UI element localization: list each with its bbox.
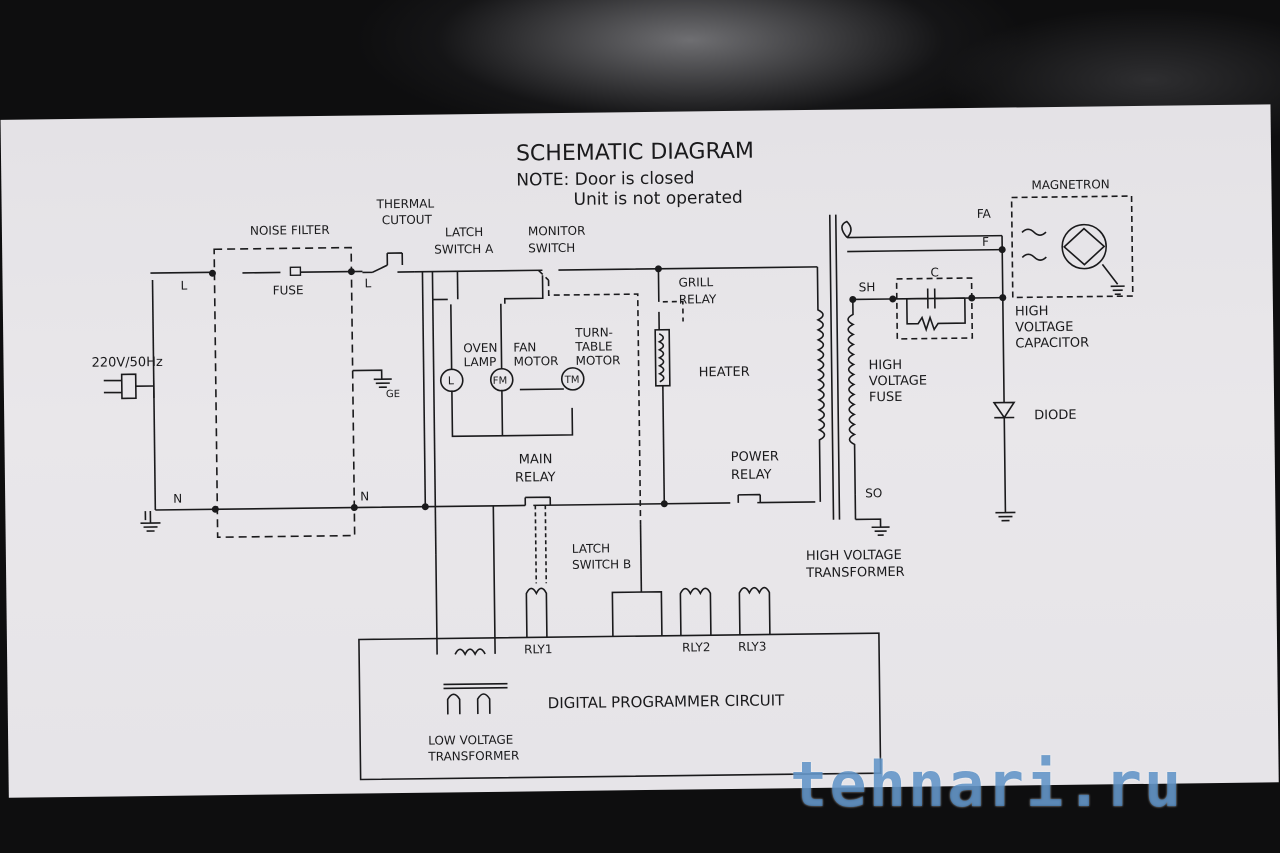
lv-transformer-label-2: TRANSFORMER — [427, 749, 519, 764]
schematic-diagram: SCHEMATIC DIAGRAM NOTE: Door is closed U… — [91, 139, 1134, 781]
wiring — [103, 195, 1134, 781]
note-line-2: Unit is not operated — [573, 188, 742, 210]
fan-label-1: FAN — [513, 340, 536, 354]
so-label: SO — [865, 486, 882, 500]
lv-transformer-label-1: LOW VOLTAGE — [428, 733, 513, 748]
line-l-label: L — [181, 279, 188, 293]
supply-label: 220V/50Hz — [91, 355, 163, 371]
line-l-label-2: L — [364, 276, 371, 290]
hv-capacitor-label-3: CAPACITOR — [1015, 336, 1089, 352]
hv-capacitor-label-1: HIGH — [1015, 304, 1049, 319]
capacitor-c-label: C — [930, 265, 939, 279]
grill-label-1: GRILL — [679, 275, 714, 289]
neutral-n-label: N — [173, 492, 182, 506]
thermal-label-2: CUTOUT — [382, 213, 433, 228]
oven-label-1: OVEN — [463, 341, 497, 355]
junction-dots — [208, 246, 1007, 513]
monitor-label-2: SWITCH — [528, 241, 575, 256]
main-relay-label-2: RELAY — [515, 470, 556, 485]
hv-capacitor-label-2: VOLTAGE — [1015, 320, 1073, 336]
latch-a-label-2: SWITCH A — [434, 242, 494, 257]
hv-fuse-label-1: HIGH — [869, 358, 903, 373]
watermark: tehnari.ru — [790, 748, 1184, 821]
hv-transformer-label-2: TRANSFORMER — [805, 565, 905, 581]
noise-filter-label: NOISE FILTER — [250, 223, 330, 238]
rly2-label: RLY2 — [682, 640, 711, 654]
power-relay-label-2: RELAY — [731, 467, 772, 482]
hv-fuse-label-2: VOLTAGE — [869, 374, 927, 390]
turntable-motor-symbol: TM — [564, 375, 580, 386]
grill-label-2: RELAY — [679, 292, 717, 306]
latch-b-label-2: SWITCH B — [572, 557, 631, 572]
power-relay-label-1: POWER — [731, 449, 779, 465]
oven-label-2: LAMP — [463, 355, 496, 369]
f-label: F — [982, 235, 989, 249]
fuse-symbol — [289, 266, 302, 277]
hv-fuse-label-3: FUSE — [869, 390, 903, 405]
programmer-circuit-label: DIGITAL PROGRAMMER CIRCUIT — [548, 691, 786, 712]
main-relay-label-1: MAIN — [519, 452, 553, 467]
sh-label: SH — [859, 280, 876, 294]
fan-motor-symbol: FM — [493, 376, 508, 387]
latch-b-label-1: LATCH — [572, 541, 610, 555]
diagram-title: SCHEMATIC DIAGRAM — [516, 139, 754, 167]
monitor-label-1: MONITOR — [528, 224, 586, 239]
turntable-label-1: TURN- — [574, 325, 613, 339]
turntable-label-3: MOTOR — [575, 353, 620, 368]
latch-a-label-1: LATCH — [445, 225, 483, 239]
neutral-n-label-2: N — [360, 489, 369, 503]
thermal-label-1: THERMAL — [376, 197, 435, 212]
heater-label: HEATER — [699, 365, 750, 381]
hv-transformer-label-1: HIGH VOLTAGE — [806, 548, 902, 564]
schematic-sticker: SCHEMATIC DIAGRAM NOTE: Door is closed U… — [0, 104, 1279, 798]
ge-label: GE — [386, 389, 400, 400]
fan-label-2: MOTOR — [513, 354, 558, 369]
diode-label: DIODE — [1034, 408, 1076, 424]
rly3-label: RLY3 — [738, 640, 767, 654]
note-line-1: NOTE: Door is closed — [516, 168, 694, 190]
lamp-symbol: L — [448, 374, 455, 387]
turntable-label-2: TABLE — [574, 339, 612, 353]
rly1-label: RLY1 — [524, 642, 553, 656]
fuse-label: FUSE — [273, 283, 304, 297]
fa-label: FA — [977, 207, 992, 221]
magnetron-label: MAGNETRON — [1031, 177, 1109, 192]
